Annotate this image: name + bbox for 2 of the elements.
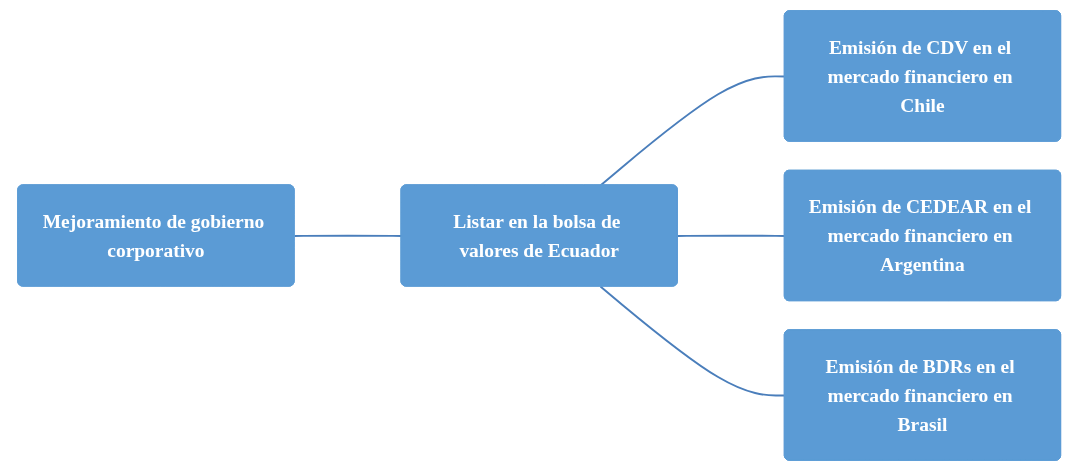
connector bbox=[599, 285, 786, 397]
connector bbox=[676, 234, 786, 237]
